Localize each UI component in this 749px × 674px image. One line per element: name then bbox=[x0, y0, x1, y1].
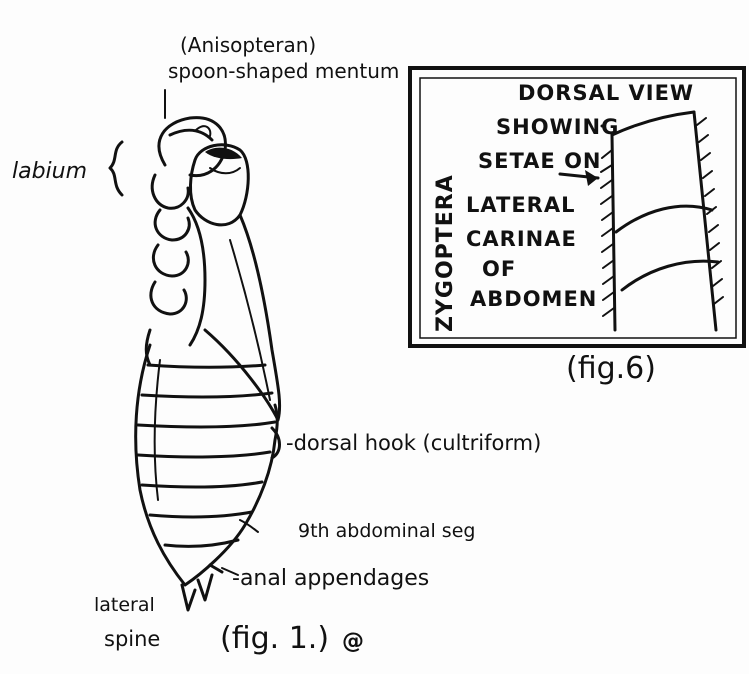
inset-abdomen-right bbox=[694, 112, 716, 330]
inset-line-6: OF bbox=[482, 257, 516, 281]
anal-appendage-1 bbox=[182, 585, 195, 610]
inset-line-1: DORSAL VIEW bbox=[518, 81, 694, 105]
abdomen-seg-3 bbox=[138, 422, 275, 427]
label-dorsal-hook: -dorsal hook (cultriform) bbox=[286, 431, 541, 455]
inset-vertical-title: ZYGOPTERA bbox=[433, 174, 458, 332]
abdomen-seg-1 bbox=[148, 365, 265, 367]
label-anal-appendages: -anal appendages bbox=[232, 566, 429, 591]
labium-fold-2 bbox=[155, 210, 189, 240]
label-lateral-line1: lateral bbox=[94, 594, 155, 616]
label-mentum-line2: spoon-shaped mentum bbox=[168, 59, 399, 83]
anal-appendage-2 bbox=[198, 575, 212, 600]
inset-line-2: SHOWING bbox=[496, 115, 619, 139]
inset-segment-1 bbox=[616, 206, 712, 232]
inset-line-4: LATERAL bbox=[466, 193, 575, 217]
abdomen-seg-5 bbox=[142, 482, 262, 487]
abdomen-seg-7 bbox=[165, 540, 238, 546]
label-lateral-line2: spine bbox=[104, 627, 160, 651]
abdomen-seg-6 bbox=[150, 512, 252, 517]
abdomen-seg-4 bbox=[138, 452, 270, 457]
inset-line-5: CARINAE bbox=[466, 227, 577, 251]
fig1-caption: (fig. 1.) bbox=[220, 621, 329, 656]
thorax-front bbox=[188, 208, 205, 345]
fig1-caption-mark: @ bbox=[342, 629, 364, 654]
label-mentum-line1: (Anisopteran) bbox=[180, 33, 316, 57]
labium-fold-1 bbox=[152, 175, 188, 208]
inset-abdomen-top bbox=[612, 112, 694, 135]
labium-fold-4 bbox=[151, 282, 186, 314]
inset-dot bbox=[601, 125, 604, 128]
inset-line-7: ABDOMEN bbox=[470, 287, 597, 311]
inset-segment-2 bbox=[622, 261, 718, 290]
inset-dot bbox=[605, 121, 607, 123]
label-9th-seg: 9th abdominal seg bbox=[298, 520, 475, 542]
labium-fold-3 bbox=[153, 245, 188, 276]
label-labium: labium bbox=[12, 159, 87, 184]
mentum-inner bbox=[170, 130, 212, 140]
inset-line-3: SETAE ON bbox=[478, 149, 602, 173]
fig6-caption: (fig.6) bbox=[566, 351, 656, 386]
labium-brace bbox=[110, 142, 122, 195]
lateral-carina bbox=[155, 360, 160, 500]
anal-appendage-3 bbox=[210, 565, 222, 572]
larva-illustration bbox=[136, 118, 280, 610]
inset-panel: ZYGOPTERA DORSAL VIEW SHOWING SETAE ON L… bbox=[410, 68, 744, 346]
abdomen-seg-2 bbox=[142, 393, 272, 397]
